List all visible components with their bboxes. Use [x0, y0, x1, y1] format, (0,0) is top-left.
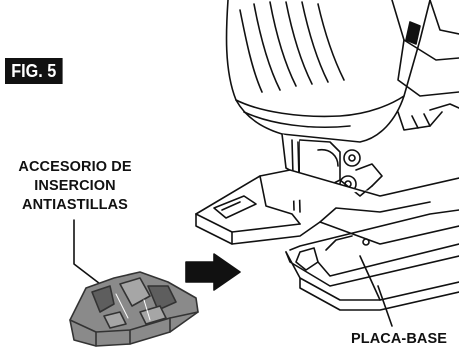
saw-housing — [225, 0, 459, 143]
direction-arrow — [185, 253, 241, 291]
insert-label-line-1: ACCESORIO DE — [18, 159, 132, 175]
callout-leaders — [73, 219, 393, 327]
insert-label-line-3: ANTIASTILLAS — [22, 197, 128, 213]
insert-callout-label: ACCESORIO DE INSERCION ANTIASTILLAS — [2, 158, 148, 215]
anti-splinter-insert — [69, 271, 199, 347]
base-plate — [195, 169, 459, 311]
insert-label-line-2: INSERCION — [34, 178, 116, 194]
figure-label: FIG. 5 — [5, 58, 63, 84]
base-plate-callout-label: PLACA-BASE — [350, 331, 448, 347]
